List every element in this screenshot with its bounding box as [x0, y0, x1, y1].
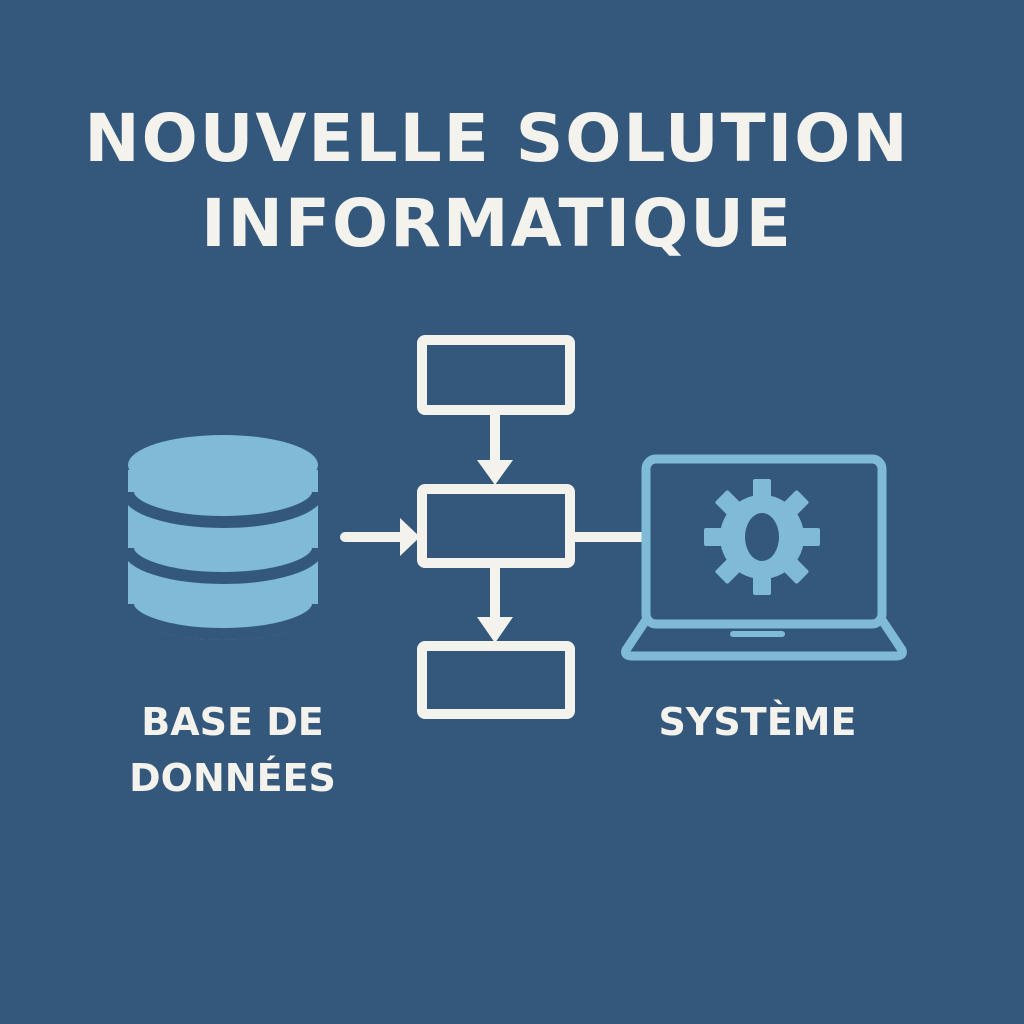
flow-box-bottom [417, 641, 575, 719]
gear-icon [704, 479, 820, 595]
flow-box-middle [417, 484, 575, 568]
title-line-1: NOUVELLE SOLUTION [84, 100, 910, 177]
flow-box-top [417, 335, 575, 415]
arrowheads [400, 460, 513, 643]
system-label: SYSTÈME [658, 700, 857, 744]
database-label-line-1: BASE DE [141, 700, 324, 744]
database-icon [122, 435, 324, 640]
title-line-2: INFORMATIQUE [201, 185, 793, 262]
laptop-icon [621, 454, 907, 661]
database-label: BASE DE DONNÉES [110, 694, 355, 806]
database-label-line-2: DONNÉES [129, 756, 336, 800]
